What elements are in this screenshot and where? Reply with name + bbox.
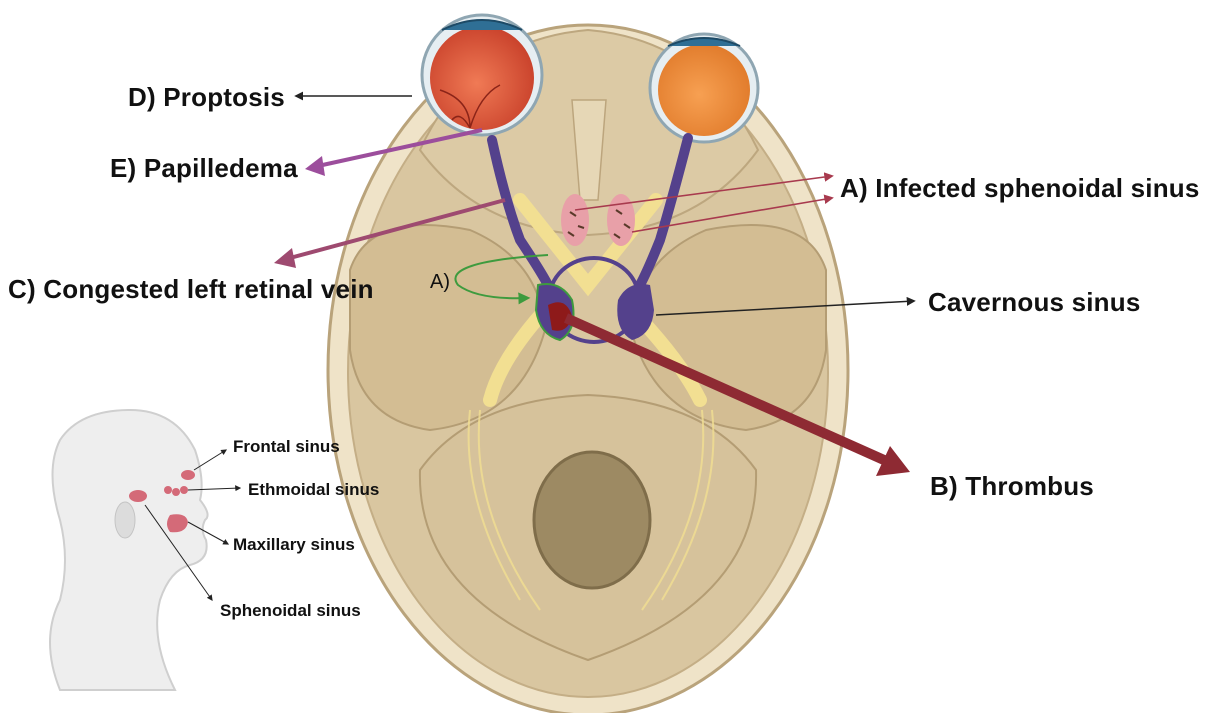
foramen-magnum [534,452,650,588]
a-marker-label: A) [430,271,450,294]
frontal-sinus-label: Frontal sinus [233,437,340,457]
proptosis-label: D) Proptosis [128,82,285,113]
maxillary-sinus-label: Maxillary sinus [233,535,355,555]
thrombus-label: B) Thrombus [930,471,1094,502]
skull-base [328,25,848,713]
ethmoidal-sinus-label: Ethmoidal sinus [248,480,379,500]
papilledema-label: E) Papilledema [110,153,298,184]
left-eye [422,15,542,135]
infected-sphenoidal-sinus-label: A) Infected sphenoidal sinus [840,173,1200,204]
sphenoidal-sinus-label: Sphenoidal sinus [220,601,361,621]
frontal-sinus-shape [181,470,195,480]
cavernous-sinus-label: Cavernous sinus [928,287,1141,318]
right-eye [650,34,758,142]
head-profile-illustration [50,410,240,690]
congested-retinal-vein-label: C) Congested left retinal vein [8,274,374,305]
